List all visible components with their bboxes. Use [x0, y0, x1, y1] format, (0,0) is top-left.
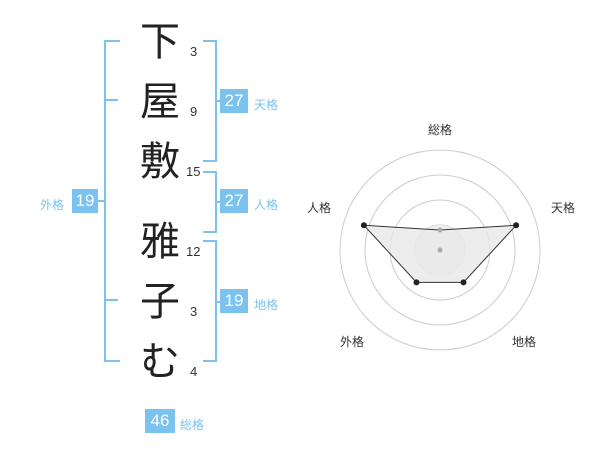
- name-char-6: む: [140, 339, 180, 385]
- bracket-tick: [104, 299, 118, 301]
- stroke-count-6: 4: [190, 364, 198, 379]
- radar-point-2: [513, 222, 520, 229]
- chikaku-badge: 19: [220, 289, 248, 313]
- gaikaku-label: 外格: [40, 198, 65, 212]
- name-char-2: 屋: [140, 79, 180, 125]
- radar-point-4: [413, 279, 420, 286]
- radar-center-point: [437, 247, 443, 253]
- bracket-connector: [215, 201, 223, 203]
- axis-label-jinkaku: 人格: [307, 200, 331, 215]
- stroke-count-1: 3: [190, 44, 198, 59]
- chikaku-label: 地格: [254, 298, 279, 312]
- radar-ring: [339, 149, 541, 351]
- jinkaku-badge: 27: [220, 189, 248, 213]
- bracket-connector: [96, 200, 106, 202]
- radar-point-3: [460, 279, 467, 286]
- soukaku-label: 総格: [180, 418, 205, 432]
- axis-label-soukaku: 総格: [428, 122, 452, 137]
- radar-polygon: [362, 224, 518, 283]
- radar-point-1: [437, 227, 443, 233]
- bracket-connector: [215, 301, 223, 303]
- name-char-1: 下: [140, 19, 180, 65]
- tenkaku-badge: 27: [220, 89, 248, 113]
- gaikaku-badge: 19: [72, 189, 98, 213]
- stroke-count-5: 3: [190, 304, 198, 319]
- radar-point-5: [360, 222, 367, 229]
- name-char-5: 子: [140, 279, 180, 325]
- radar-points: [360, 222, 520, 286]
- tenkaku-label: 天格: [254, 98, 279, 112]
- axis-label-tenkaku: 天格: [551, 200, 575, 215]
- soukaku-badge: 46: [145, 409, 175, 433]
- name-char-4: 雅: [140, 219, 180, 265]
- axis-label-chikaku: 地格: [512, 334, 536, 349]
- bracket-tick: [104, 99, 118, 101]
- axis-label-gaikaku: 外格: [340, 334, 364, 349]
- stroke-count-2: 9: [190, 104, 198, 119]
- stroke-count-4: 12: [186, 244, 201, 259]
- bracket-connector: [215, 100, 223, 102]
- jinkaku-label: 人格: [254, 198, 279, 212]
- stroke-count-3: 15: [186, 164, 201, 179]
- name-char-3: 敷: [140, 139, 180, 185]
- radar-ring: [364, 174, 516, 326]
